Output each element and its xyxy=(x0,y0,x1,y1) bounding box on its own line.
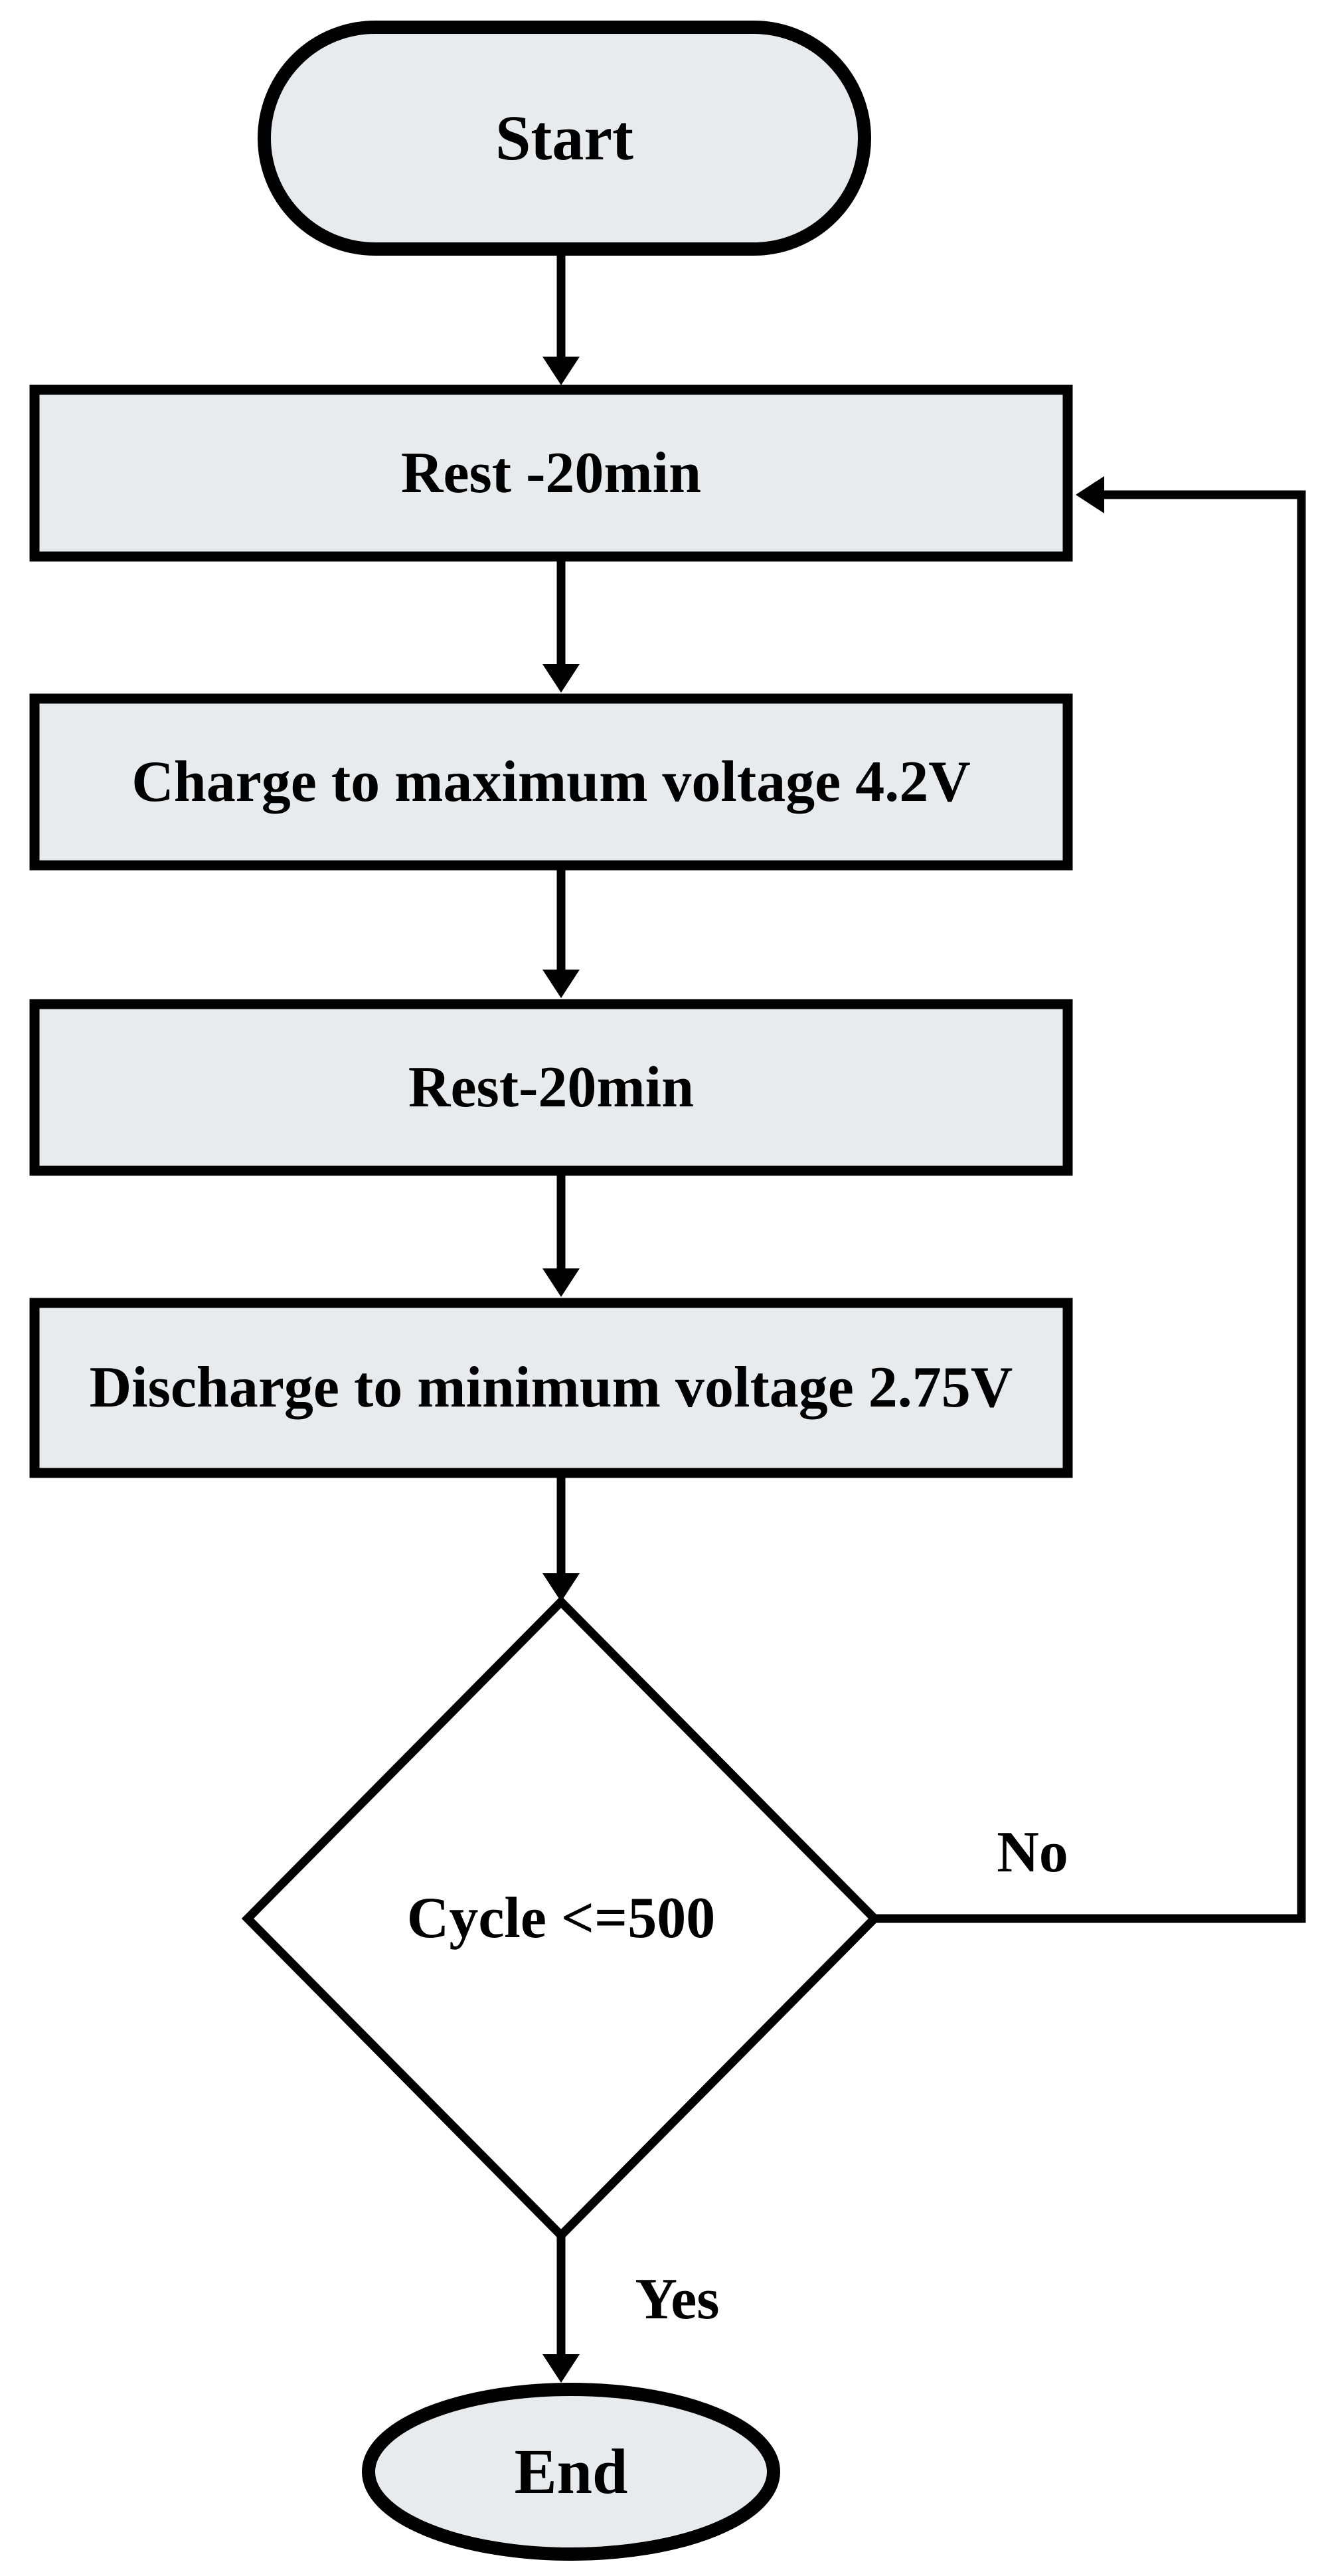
decision-label: Cycle <=500 xyxy=(406,1886,716,1950)
process-discharge-shape xyxy=(29,1298,1073,1478)
end-terminator-shape xyxy=(362,2383,780,2561)
edge-start-to-rest1 xyxy=(542,256,580,385)
edge-decision-yes xyxy=(542,2235,580,2383)
arrowhead-down xyxy=(542,1573,580,1602)
process-charge-shape xyxy=(29,693,1073,871)
process-rest2-shape xyxy=(29,999,1073,1176)
branch-yes-label: Yes xyxy=(635,2267,720,2332)
edge-discharge-to-decision xyxy=(542,1478,580,1602)
edge-rest1-to-charge xyxy=(542,561,580,693)
edge-decision-no-loop xyxy=(874,476,1306,1923)
arrowhead-down xyxy=(542,357,580,385)
process-charge-label: Charge to maximum voltage 4.2V xyxy=(131,749,971,814)
start-terminator-shape xyxy=(258,21,871,256)
branch-no-label: No xyxy=(997,1820,1068,1885)
arrowhead-down xyxy=(542,664,580,693)
end-label: End xyxy=(514,2436,628,2507)
edge-charge-to-rest2 xyxy=(542,870,580,998)
start-label: Start xyxy=(495,102,633,173)
arrowhead-down xyxy=(542,970,580,998)
process-rest2-label: Rest-20min xyxy=(408,1055,695,1120)
arrowhead-left xyxy=(1076,476,1104,513)
process-discharge-label: Discharge to minimum voltage 2.75V xyxy=(89,1355,1013,1420)
arrowhead-down xyxy=(542,2354,580,2383)
process-rest1-shape xyxy=(29,385,1073,562)
process-rest1-label: Rest -20min xyxy=(400,440,702,505)
arrowhead-down xyxy=(542,1268,580,1297)
edge-rest2-to-discharge xyxy=(542,1175,580,1297)
